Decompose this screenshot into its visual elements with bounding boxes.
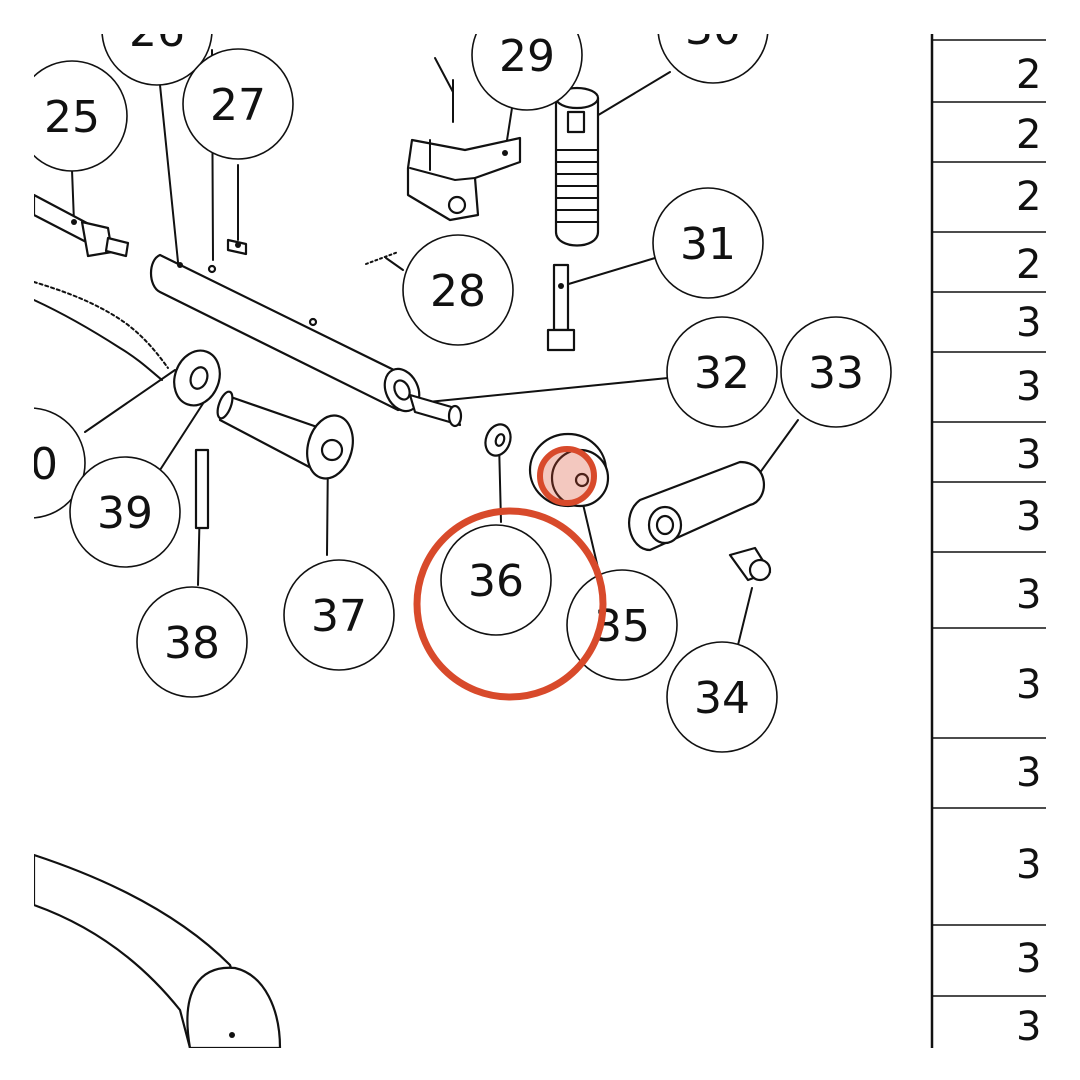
parts-table-cell: 3 [1016, 572, 1041, 618]
part-27-pin [226, 238, 248, 256]
callout-27-label: 27 [210, 80, 266, 131]
callout-32[interactable]: 32 [666, 316, 778, 428]
callout-27[interactable]: 27 [182, 48, 294, 160]
parts-table-cell: 3 [1016, 300, 1041, 346]
callout-33[interactable]: 33 [780, 316, 892, 428]
parts-table-cell: 3 [1016, 494, 1041, 540]
part-36-washer [484, 423, 512, 457]
callout-25-label: 25 [44, 92, 100, 143]
callout-38[interactable]: 38 [136, 586, 248, 698]
callout-36-label: 36 [468, 556, 524, 607]
parts-table-cell: 3 [1016, 364, 1041, 410]
parts-table-cell: 2 [1016, 52, 1041, 98]
left-margin-mask [0, 0, 34, 1080]
part-37-pin-head [216, 390, 354, 480]
parts-table: 2 2 2 2 3 3 3 3 3 3 3 3 3 3 [930, 34, 1046, 1050]
parts-table-cell: 2 [1016, 174, 1041, 220]
part-25-shaft [32, 193, 130, 258]
callout-31-label: 31 [680, 219, 736, 270]
highlight-dot-part-36 [537, 446, 597, 506]
parts-table-cell: 3 [1016, 936, 1041, 982]
callout-36[interactable]: 36 [440, 524, 552, 636]
callout-37[interactable]: 37 [283, 559, 395, 671]
part-31-bolt [546, 263, 576, 352]
top-margin-mask [0, 0, 1080, 34]
callout-33-label: 33 [808, 348, 864, 399]
part-34-screw [728, 546, 772, 582]
callout-34-label: 34 [694, 673, 750, 724]
part-33-link [628, 460, 765, 552]
callout-28[interactable]: 28 [402, 234, 514, 346]
callout-34[interactable]: 34 [666, 641, 778, 753]
right-margin-mask [1046, 0, 1080, 1080]
part-39-washer [173, 349, 221, 407]
parts-table-row-lines [932, 39, 1046, 997]
callout-25[interactable]: 25 [16, 60, 128, 172]
parts-table-cell: 2 [1016, 112, 1041, 158]
callout-28-label: 28 [430, 266, 486, 317]
parts-table-cell: 3 [1016, 662, 1041, 708]
highlight-annotations [413, 446, 607, 701]
part-28-setscrew [365, 251, 399, 265]
callout-31[interactable]: 31 [652, 187, 764, 299]
callout-37-label: 37 [311, 591, 367, 642]
part-32-sleeve [408, 393, 463, 428]
part-40-handle-grip [32, 853, 282, 1050]
part-30-knurled-cylinder [554, 86, 600, 247]
bottom-margin-mask [0, 1048, 1080, 1080]
callout-32-label: 32 [694, 348, 750, 399]
part-29-bracket [406, 79, 522, 222]
parts-table-cell: 3 [1016, 750, 1041, 796]
callout-29-label: 29 [499, 31, 555, 82]
callout-39[interactable]: 39 [69, 456, 181, 568]
parts-table-cells: 2 2 2 2 3 3 3 3 3 3 3 3 3 3 [1016, 52, 1041, 1050]
parts-table-cell: 3 [1016, 432, 1041, 478]
parts-table-cell: 3 [1016, 1004, 1041, 1050]
highlight-circle-callout-36 [413, 507, 607, 701]
parts-table-cell: 2 [1016, 242, 1041, 288]
part-spring-left [33, 281, 169, 381]
part-38-dowel [194, 448, 210, 530]
callout-38-label: 38 [164, 618, 220, 669]
parts-table-cell: 3 [1016, 842, 1041, 888]
callout-39-label: 39 [97, 488, 153, 539]
